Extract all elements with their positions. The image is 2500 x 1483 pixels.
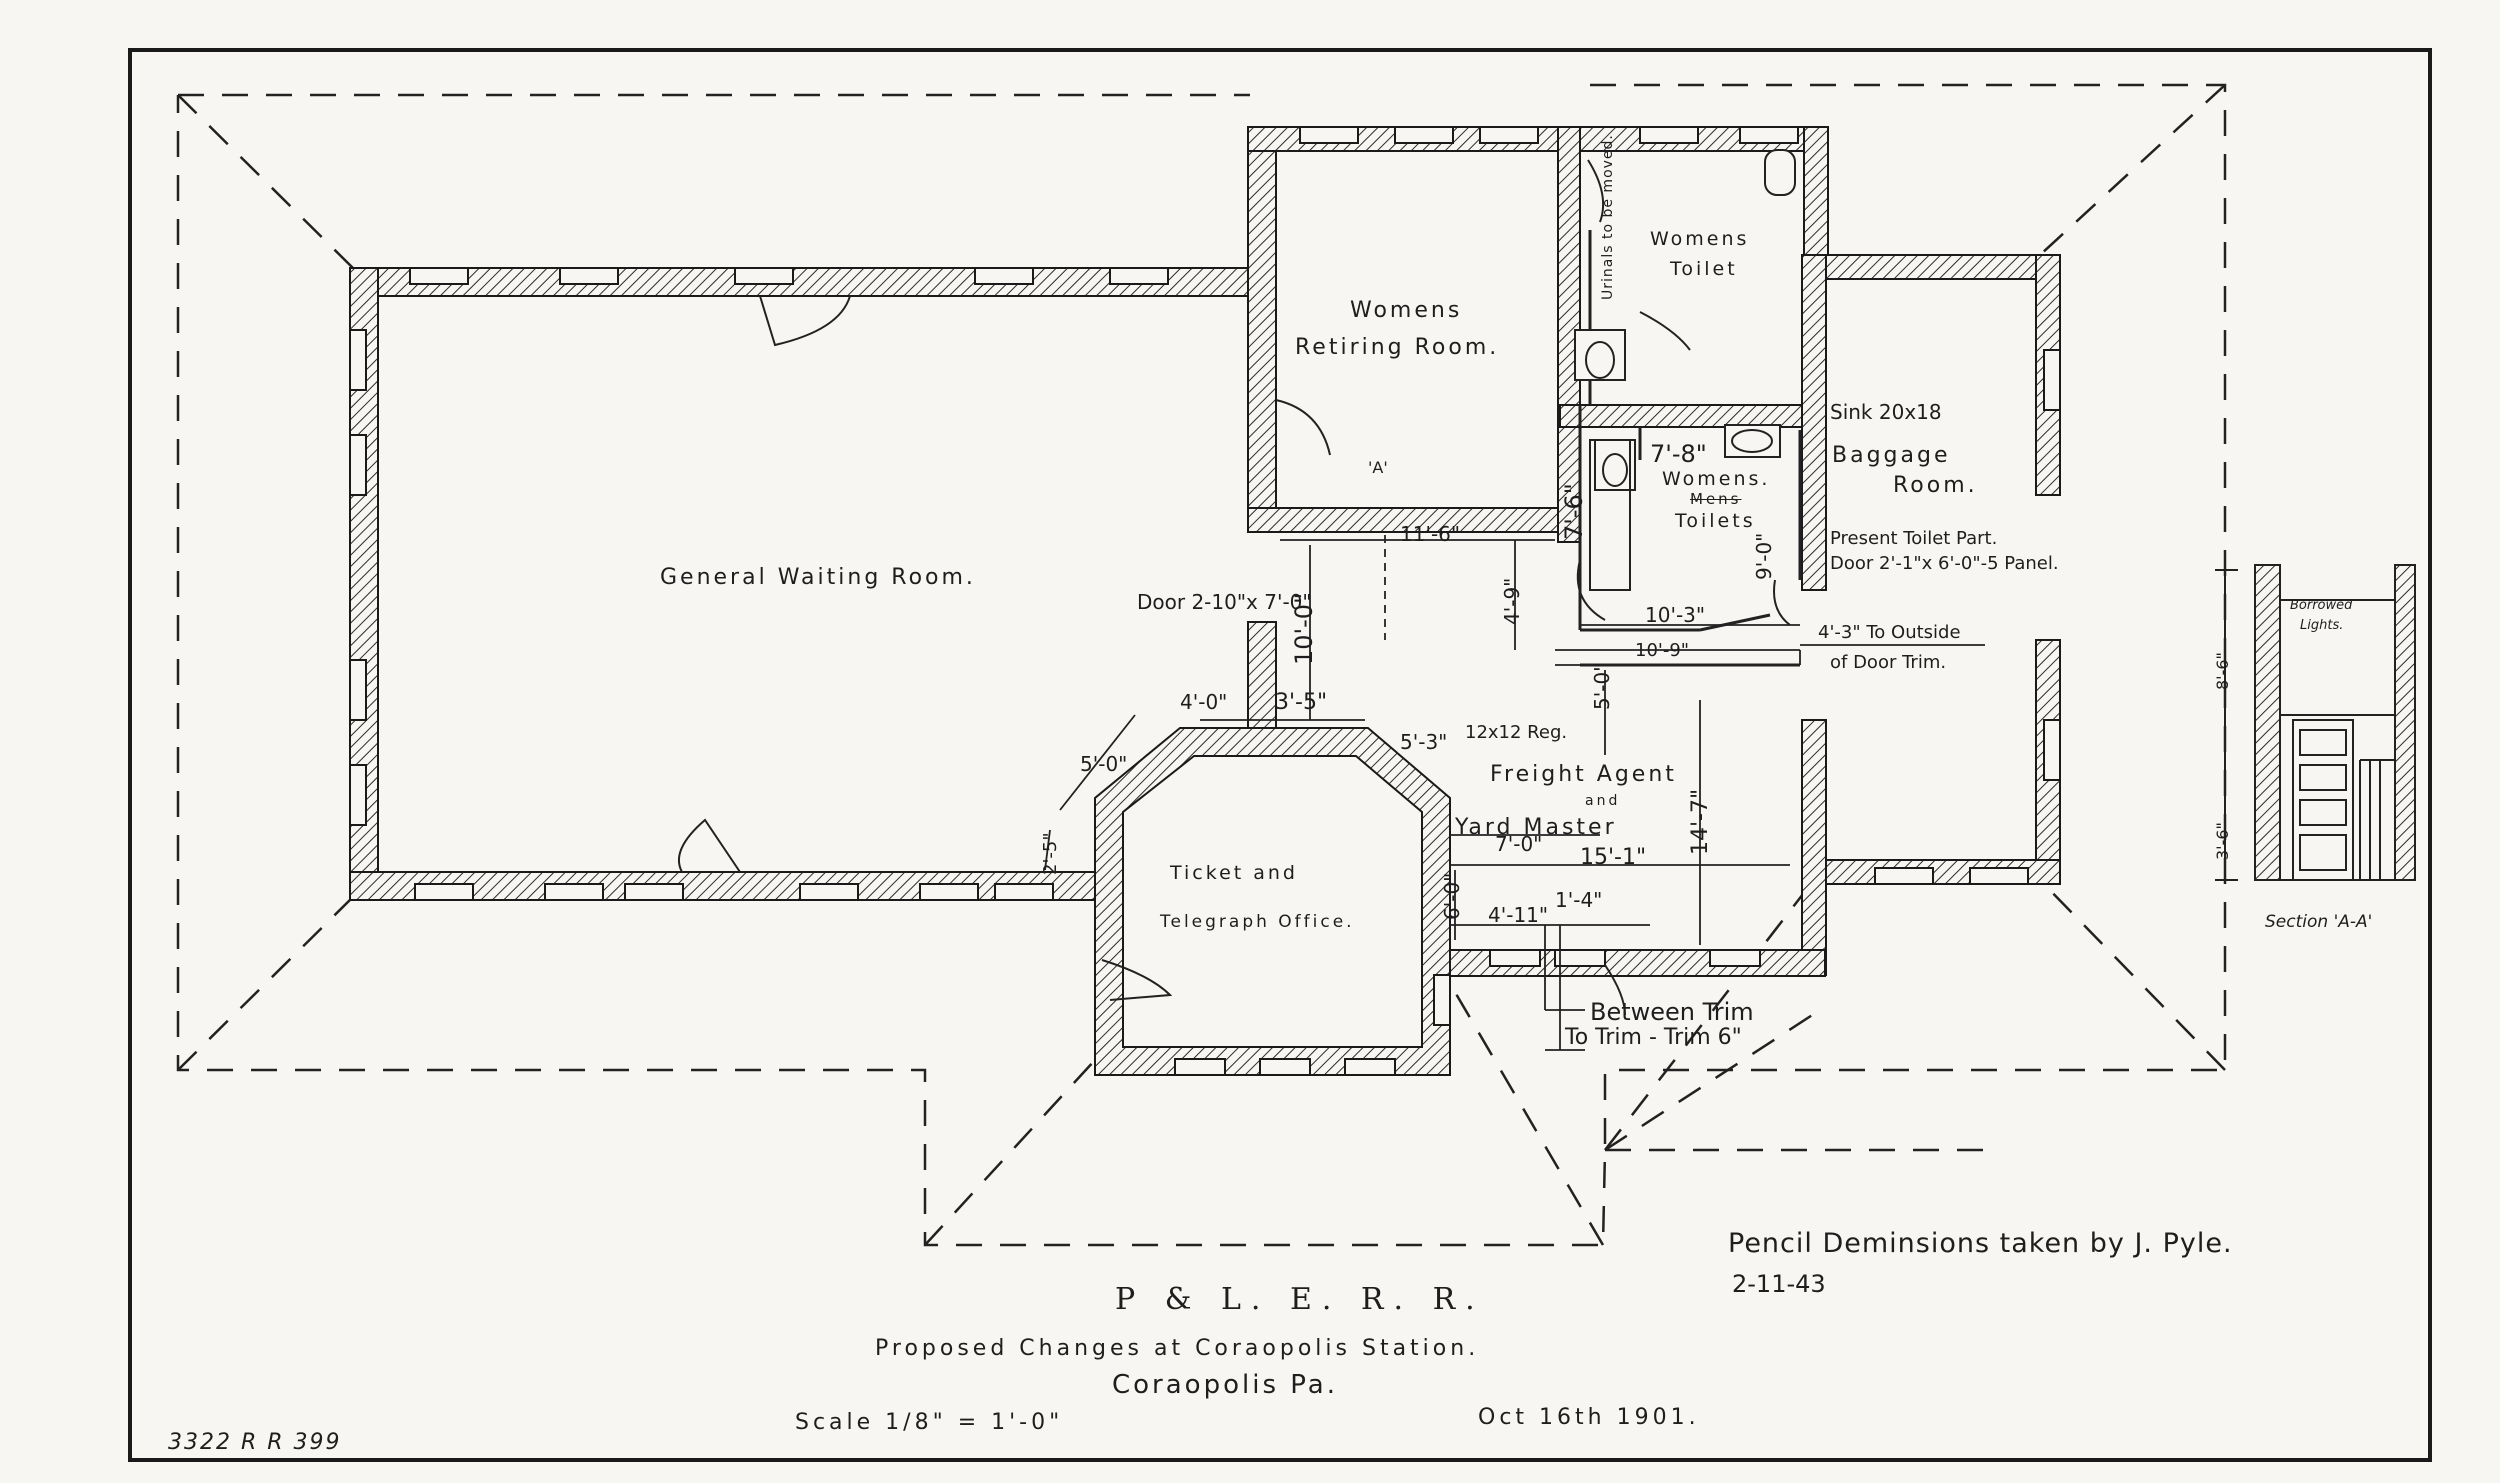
- title-railroad: P & L. E. R. R.: [1115, 1282, 1485, 1317]
- room-general-waiting: General Waiting Room.: [660, 565, 976, 590]
- room-womens-toilet-line2: Toilet: [1670, 258, 1738, 280]
- note-outside-line2: of Door Trim.: [1830, 652, 1947, 673]
- dim-5-0-diag: 5'-0": [1080, 752, 1128, 776]
- note-toilet-part-line2: Door 2'-1"x 6'-0"-5 Panel.: [1830, 553, 2059, 574]
- pencil-note-line2: 2-11-43: [1732, 1270, 1826, 1298]
- dim-1-4: 1'-4": [1555, 888, 1603, 912]
- dim-4-11: 4'-11": [1488, 903, 1549, 927]
- section-dim-bottom: 3'-6": [2213, 822, 2232, 860]
- section-label: Section 'A-A': [2265, 912, 2373, 932]
- dim-4-9: 4'-9": [1500, 577, 1524, 625]
- note-register: 12x12 Reg.: [1465, 722, 1568, 743]
- room-womens-toilet-line1: Womens: [1650, 228, 1750, 250]
- room-freight-line1: Freight Agent: [1490, 762, 1677, 787]
- room-womens-retiring-line1: Womens: [1350, 298, 1463, 323]
- room-freight-and: and: [1585, 793, 1621, 809]
- dim-10-9: 10'-9": [1635, 640, 1690, 661]
- section-dim-top: 8'-6": [2213, 652, 2232, 690]
- section-borrowed-line1: Borrowed: [2290, 598, 2353, 613]
- dim-4-0: 4'-0": [1180, 690, 1228, 714]
- note-outside-line1: 4'-3" To Outside: [1818, 622, 1961, 643]
- dim-5-3: 5'-3": [1400, 730, 1448, 754]
- section-borrowed-line2: Lights.: [2300, 618, 2344, 633]
- note-section-marker: 'A': [1368, 458, 1388, 477]
- note-between-trim-line2: To Trim - Trim 6": [1565, 1025, 1742, 1050]
- title-place: Coraopolis Pa.: [1112, 1370, 1338, 1400]
- door-swings: [677, 159, 1791, 1016]
- roof-outline: [176, 83, 2227, 1247]
- room-ticket-line1: Ticket and: [1170, 862, 1298, 884]
- note-sink: Sink 20x18: [1830, 400, 1942, 424]
- room-mens-struck: Mens: [1690, 490, 1742, 508]
- dim-3-5: 3'-5": [1275, 690, 1328, 715]
- sheet-border: [128, 48, 2432, 1462]
- title-subtitle: Proposed Changes at Coraopolis Station.: [875, 1336, 1480, 1361]
- room-freight-line2: Yard Master: [1455, 815, 1617, 840]
- note-urinals: Urinals to be moved.: [1600, 134, 1616, 300]
- note-between-trim-line1: Between Trim: [1590, 998, 1754, 1026]
- pencil-note-line1: Pencil Deminsions taken by J. Pyle.: [1728, 1228, 2233, 1259]
- dim-10-0: 10'-0": [1290, 592, 1318, 665]
- dim-7-6: 7'-6": [1560, 483, 1588, 540]
- room-womens-retiring-line2: Retiring Room.: [1295, 335, 1500, 360]
- dim-11-6: 11'-6": [1400, 522, 1461, 546]
- dim-7-0: 7'-0": [1495, 832, 1543, 856]
- room-baggage-line1: Baggage: [1832, 443, 1951, 468]
- room-ticket-line2: Telegraph Office.: [1160, 912, 1355, 932]
- note-toilet-part-line1: Present Toilet Part.: [1830, 528, 1998, 549]
- dimension-lines: [1044, 535, 1985, 1051]
- dim-7-8: 7'-8": [1650, 440, 1707, 468]
- room-baggage-line2: Room.: [1893, 473, 1978, 498]
- windows: [349, 126, 2061, 1076]
- dim-14-7: 14'-7": [1688, 788, 1713, 855]
- dim-5-0-vert: 5'-0": [1590, 662, 1614, 710]
- drawing-number: 3322 R R 399: [168, 1430, 342, 1455]
- title-date: Oct 16th 1901.: [1478, 1405, 1700, 1430]
- note-door: Door 2-10"x 7'-0": [1137, 590, 1312, 614]
- ticket-office-walls: [1094, 727, 1451, 1076]
- section-elevation: [2215, 564, 2416, 881]
- fixtures: [1574, 149, 1796, 591]
- dim-9-0: 9'-0": [1752, 532, 1776, 580]
- room-womens-toilets-line2: Toilets: [1675, 510, 1756, 532]
- dim-10-3: 10'-3": [1645, 603, 1706, 627]
- title-scale: Scale 1/8" = 1'-0": [795, 1410, 1064, 1435]
- dim-15-1: 15'-1": [1580, 845, 1647, 870]
- dim-6-0: 6'-0": [1440, 872, 1464, 920]
- room-womens-toilets-line1: Womens.: [1662, 468, 1771, 490]
- dim-2-5: 2'-5": [1040, 832, 1061, 875]
